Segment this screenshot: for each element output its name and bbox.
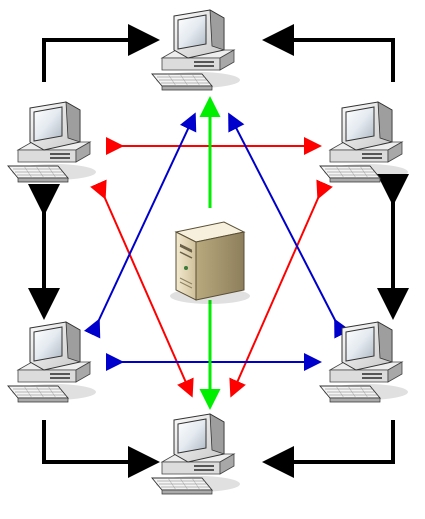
link-lower-left-top [83,112,197,339]
workstation-lower-left-icon [7,321,97,403]
outer-ring-links [28,24,409,478]
workstation-lower-right-icon [319,321,409,403]
workstation-top-icon [151,9,241,91]
link-lower-right-top [228,112,351,339]
link-lower-left-to-bottom [42,420,160,478]
link-upper-left-to-top [42,24,160,82]
link-upper-right-to-top [262,24,395,82]
workstation-upper-right-icon [319,101,409,183]
server-icon [170,221,250,304]
blue-links [83,112,351,371]
workstation-bottom-icon [151,413,241,495]
link-lower-right-to-bottom [262,420,395,478]
workstation-upper-left-icon [7,101,97,183]
